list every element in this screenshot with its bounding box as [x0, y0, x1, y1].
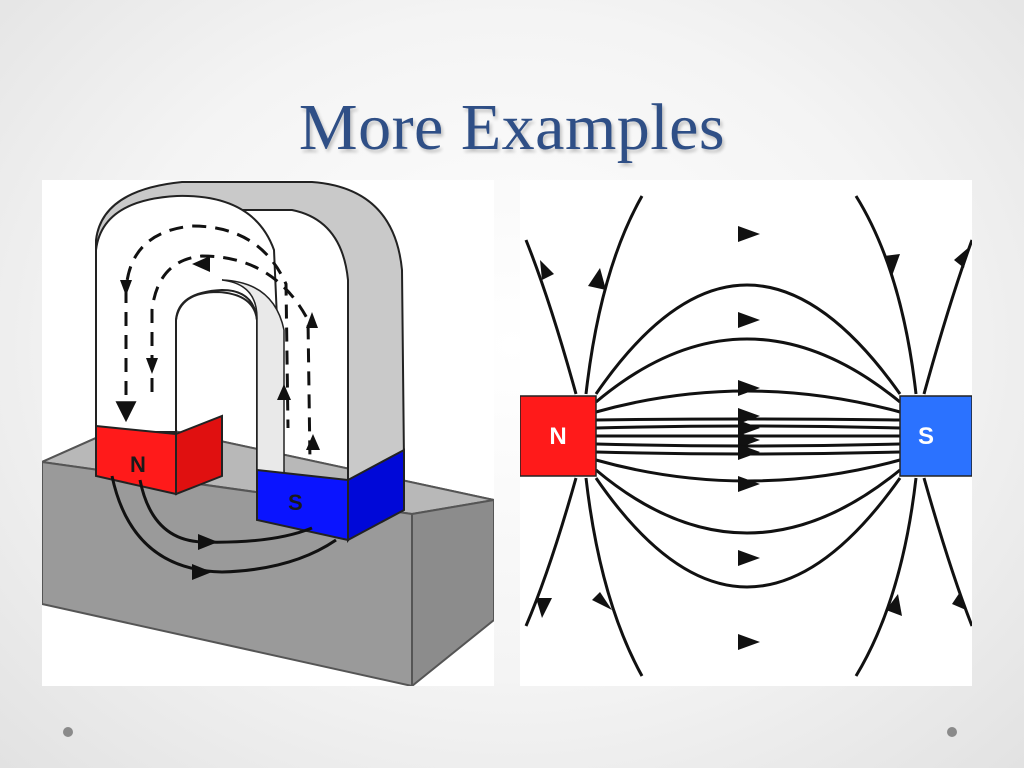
arrow-4 — [738, 444, 760, 460]
south-bar-label: S — [918, 423, 934, 450]
arrow-left-down — [120, 280, 132, 296]
slide-title: More Examples — [298, 91, 726, 164]
arrow-16 — [954, 248, 968, 268]
north-pole-label: N — [130, 452, 146, 477]
arrow-top-left — [192, 256, 210, 272]
internal-field-lines — [115, 224, 312, 463]
arrow-11 — [588, 268, 606, 290]
north-pole: N — [95, 414, 223, 496]
arrow-inner-right — [198, 534, 218, 550]
arrow-7 — [738, 312, 760, 328]
north-bar-pole: N — [520, 395, 597, 477]
north-bar-label: N — [549, 423, 566, 450]
field-arrows — [536, 226, 968, 650]
arrow-2 — [738, 420, 760, 436]
south-pole-label: S — [288, 490, 303, 515]
arrow-8 — [738, 550, 760, 566]
arrow-9 — [738, 226, 760, 242]
arrow-13 — [592, 592, 612, 610]
horseshoe-magnet-figure: N S — [42, 180, 494, 686]
south-pole: S — [256, 448, 405, 542]
horseshoe-magnet-diagram: N S — [42, 181, 494, 686]
field-lines-diagram: N S — [520, 195, 972, 677]
south-bar-pole: S — [899, 395, 972, 477]
external-field-arrows — [192, 534, 218, 580]
arrow-18 — [952, 592, 966, 610]
arrow-1 — [738, 408, 760, 424]
decorative-dot-left — [63, 727, 73, 737]
arrow-outer-right — [192, 564, 212, 580]
north-pole-side — [175, 414, 223, 496]
arrow-5 — [738, 380, 760, 396]
arrow-6 — [738, 476, 760, 492]
arrow-17 — [886, 594, 902, 616]
arrow-right-up — [306, 312, 318, 328]
south-pole-side — [347, 448, 405, 542]
arrow-3 — [738, 432, 760, 448]
decorative-dot-right — [947, 727, 957, 737]
arrow-right-leg-up — [277, 384, 291, 400]
internal-field-arrows — [120, 256, 320, 450]
bar-field-figure: N S — [520, 180, 972, 686]
arrow-10 — [738, 634, 760, 650]
arrow-14 — [536, 598, 552, 618]
arrow-left-leg-down — [146, 358, 158, 374]
arrow-right-leg-up-2 — [306, 434, 320, 450]
arrow-15 — [884, 254, 900, 276]
arrow-12 — [540, 260, 554, 280]
